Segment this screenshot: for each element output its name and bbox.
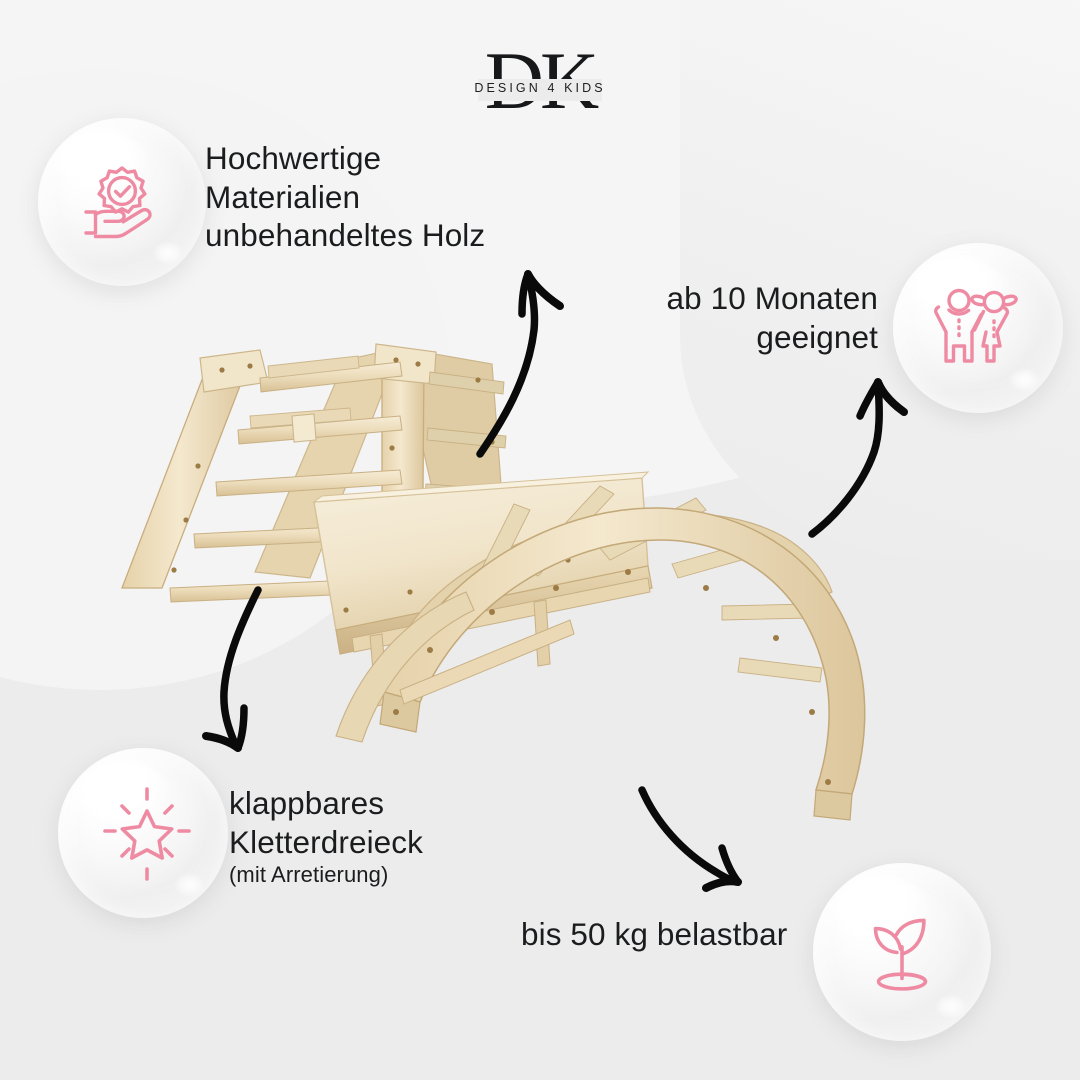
feature-bubble-quality-materials[interactable]	[38, 118, 206, 286]
two-children-icon	[934, 288, 1018, 363]
logo-mark: DK DESIGN 4 KIDS	[474, 40, 606, 122]
feature-subtext-foldable: (mit Arretierung)	[229, 862, 389, 888]
brand-logo: DK DESIGN 4 KIDS	[0, 40, 1080, 122]
feature-bubble-load-capacity[interactable]	[813, 863, 991, 1041]
product-illustration	[121, 343, 866, 821]
feature-text-age-suitability: ab 10 Monaten geeignet	[666, 280, 878, 355]
feature-text-load-capacity: bis 50 kg belastbar	[521, 916, 788, 952]
hand-holding-quality-badge-icon	[84, 166, 152, 239]
shining-star-icon	[103, 787, 191, 881]
logo-tagline-backdrop	[478, 79, 602, 101]
logo-tagline: DESIGN 4 KIDS	[474, 81, 606, 95]
triangle-top-bracket-left	[199, 349, 269, 393]
rocker-crossbar	[399, 619, 575, 705]
rocker-inner-arch	[335, 591, 475, 743]
sprout-plant-icon	[873, 918, 928, 991]
feature-text-quality-materials: Hochwertige Materialien unbehandeltes Ho…	[205, 140, 486, 254]
rocker-arch-group	[335, 485, 866, 821]
rocker-screws	[393, 569, 831, 785]
ramp-far-rail	[312, 471, 650, 503]
triangle-front-leg-left	[121, 359, 251, 589]
feature-text-foldable-main: klappbares Kletterdreieck	[229, 785, 423, 860]
feature-bubble-age-suitability[interactable]	[893, 243, 1063, 413]
triangle-lock-latch	[291, 413, 317, 443]
feature-bubble-foldable-triangle[interactable]	[58, 748, 228, 918]
rocker-foot-right	[813, 789, 853, 821]
feature-text-foldable-triangle: klappbares Kletterdreieck(mit Arretierun…	[229, 784, 423, 890]
